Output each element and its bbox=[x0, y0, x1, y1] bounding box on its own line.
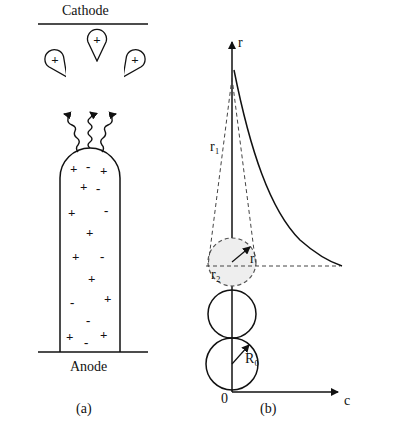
axis-label: c bbox=[344, 394, 350, 408]
origin-label: 0 bbox=[221, 392, 228, 406]
panel-label: (a) bbox=[76, 402, 92, 416]
panel-label: (b) bbox=[260, 402, 276, 416]
ion-droplet: + bbox=[86, 28, 108, 62]
charge-sign: + bbox=[104, 292, 111, 305]
radius-arrow bbox=[232, 247, 250, 262]
axis-label: r bbox=[238, 36, 243, 50]
charge-sign: + bbox=[86, 33, 108, 46]
charge-sign: - bbox=[86, 314, 90, 327]
shifted-circle bbox=[208, 238, 256, 286]
charge-sign: - bbox=[96, 182, 100, 195]
anode-plate bbox=[38, 351, 148, 353]
charge-sign: + bbox=[86, 226, 93, 239]
electrode-label: Anode bbox=[70, 360, 107, 374]
photon-arrow bbox=[101, 114, 116, 152]
charge-sign: + bbox=[88, 272, 95, 285]
charge-sign: + bbox=[100, 328, 107, 341]
charge-sign: + bbox=[72, 250, 79, 263]
charge-sign: - bbox=[70, 296, 74, 309]
radius-label: r₂ bbox=[211, 268, 221, 282]
electrode-label: Cathode bbox=[62, 4, 109, 18]
head-circle bbox=[208, 290, 256, 338]
charge-sign: - bbox=[84, 336, 88, 349]
photon-arrow bbox=[88, 112, 92, 148]
ion-droplet: + bbox=[124, 48, 146, 82]
level-line bbox=[206, 266, 340, 267]
charge-sign: + bbox=[124, 53, 146, 66]
tangent-line bbox=[208, 78, 232, 266]
radius-label: r bbox=[250, 252, 255, 266]
charge-sign: + bbox=[66, 330, 73, 343]
r-axis bbox=[231, 42, 233, 392]
field-curve bbox=[234, 70, 342, 266]
photon-arrow bbox=[64, 114, 79, 152]
charge-sign: + bbox=[44, 53, 66, 66]
charge-sign: - bbox=[100, 250, 104, 263]
ion-droplet: + bbox=[44, 48, 66, 82]
charge-sign: + bbox=[100, 164, 107, 177]
c-axis bbox=[232, 391, 338, 393]
cathode-plate bbox=[38, 23, 148, 25]
charge-sign: + bbox=[68, 206, 75, 219]
radius-label: r₁ bbox=[210, 140, 220, 154]
charge-sign: - bbox=[104, 204, 108, 217]
tangent-line bbox=[232, 78, 256, 266]
streamer-column bbox=[60, 148, 120, 352]
charge-sign: - bbox=[86, 160, 90, 173]
charge-sign: + bbox=[70, 162, 77, 175]
radius-label: R₀ bbox=[245, 352, 259, 366]
charge-sign: + bbox=[80, 180, 87, 193]
